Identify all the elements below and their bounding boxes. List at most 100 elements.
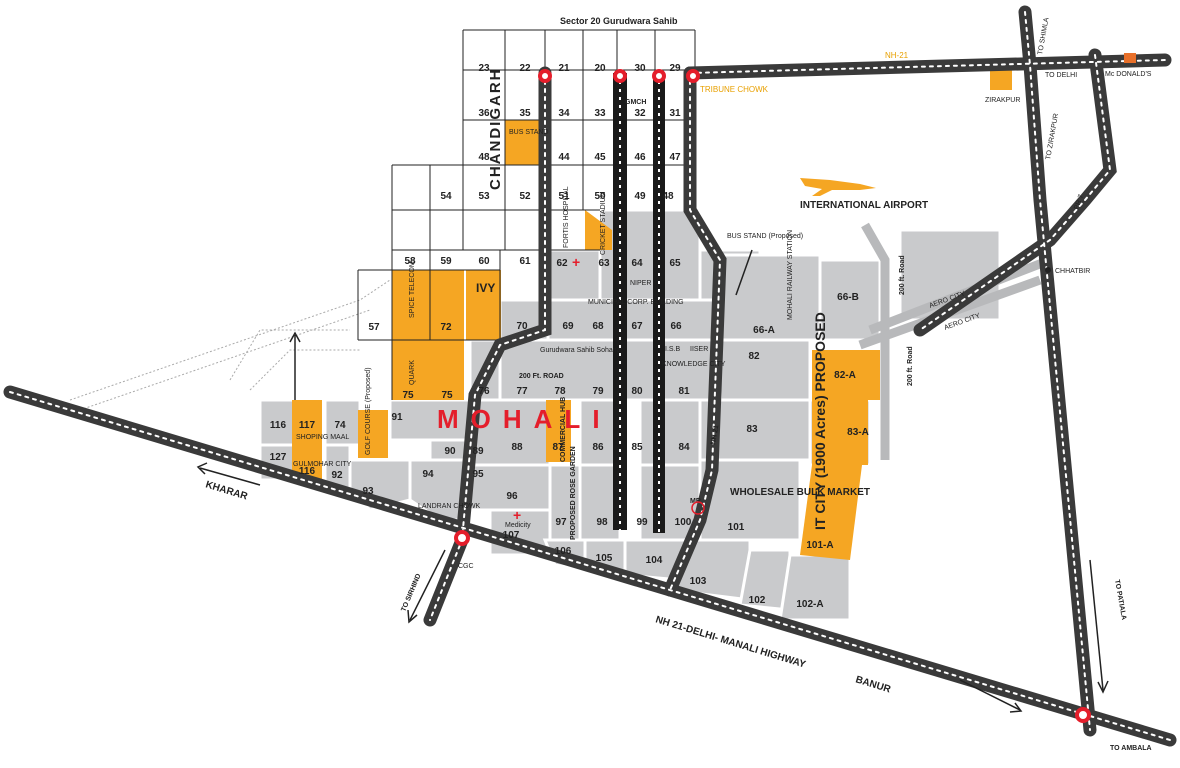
mohali-sectors: 62 63 64 65 70 69 68 67 66 66-A 66-B 82 … bbox=[270, 258, 869, 610]
svg-text:PR 7: PR 7 bbox=[1073, 194, 1085, 211]
svg-text:Medicity: Medicity bbox=[505, 522, 531, 529]
chandigarh-sectors: 23 22 21 20 30 29 36 35 34 33 32 31 48 4… bbox=[368, 63, 681, 333]
svg-text:200 Ft. ROAD: 200 Ft. ROAD bbox=[519, 373, 564, 380]
svg-text:63: 63 bbox=[598, 258, 610, 269]
svg-text:51: 51 bbox=[558, 191, 570, 202]
svg-text:58: 58 bbox=[404, 256, 416, 267]
svg-text:103: 103 bbox=[690, 576, 707, 587]
medicity-cross-icon: + bbox=[513, 507, 521, 523]
svg-text:46: 46 bbox=[634, 152, 646, 163]
svg-text:SHOPING MAAL: SHOPING MAAL bbox=[296, 434, 349, 441]
chhatbir-dot bbox=[1045, 267, 1051, 273]
svg-text:104: 104 bbox=[646, 555, 663, 566]
svg-text:GOLF COURSE (Proposed): GOLF COURSE (Proposed) bbox=[365, 367, 372, 455]
svg-text:93: 93 bbox=[362, 486, 374, 497]
svg-text:MR: MR bbox=[690, 498, 701, 505]
svg-text:31: 31 bbox=[669, 108, 681, 119]
svg-text:69: 69 bbox=[562, 321, 574, 332]
airplane-icon bbox=[800, 178, 876, 196]
svg-text:MUNICIPAL CORP. BUILDING: MUNICIPAL CORP. BUILDING bbox=[588, 299, 684, 306]
svg-text:CRICKET STADIUM: CRICKET STADIUM bbox=[600, 191, 607, 255]
svg-text:QUARK: QUARK bbox=[409, 360, 416, 385]
svg-text:CGC: CGC bbox=[458, 563, 474, 570]
svg-text:66: 66 bbox=[670, 321, 682, 332]
svg-text:57: 57 bbox=[368, 322, 380, 333]
svg-text:76: 76 bbox=[478, 386, 490, 397]
svg-text:102-A: 102-A bbox=[796, 599, 823, 610]
major-roads bbox=[3, 5, 1177, 747]
svg-text:WHOLESALE BULK MARKET: WHOLESALE BULK MARKET bbox=[730, 487, 870, 498]
svg-text:89: 89 bbox=[472, 446, 484, 457]
svg-text:TO AMBALA: TO AMBALA bbox=[1110, 745, 1152, 752]
svg-text:77: 77 bbox=[516, 386, 528, 397]
central-roads bbox=[613, 73, 665, 533]
svg-text:TO SHIMLA: TO SHIMLA bbox=[1037, 17, 1050, 56]
svg-text:33: 33 bbox=[594, 108, 606, 119]
mohali-label: MOHALI bbox=[437, 404, 612, 434]
svg-text:107: 107 bbox=[503, 530, 520, 541]
svg-text:78: 78 bbox=[554, 386, 566, 397]
svg-text:79: 79 bbox=[592, 386, 604, 397]
svg-text:127: 127 bbox=[270, 452, 287, 463]
svg-text:88: 88 bbox=[511, 442, 523, 453]
svg-text:TO PATIALA: TO PATIALA bbox=[1113, 579, 1127, 620]
chandigarh-label: CHANDIGARH bbox=[487, 68, 504, 191]
svg-text:70: 70 bbox=[516, 321, 528, 332]
svg-text:100: 100 bbox=[675, 517, 692, 528]
svg-text:116: 116 bbox=[270, 420, 287, 431]
svg-text:80: 80 bbox=[631, 386, 643, 397]
svg-text:21: 21 bbox=[558, 63, 570, 74]
svg-text:83-A: 83-A bbox=[847, 427, 869, 438]
svg-text:116: 116 bbox=[299, 466, 316, 477]
svg-text:106: 106 bbox=[555, 546, 572, 557]
metro-icon bbox=[691, 501, 705, 515]
svg-text:75: 75 bbox=[441, 390, 453, 401]
svg-text:32: 32 bbox=[634, 108, 646, 119]
svg-text:84: 84 bbox=[678, 442, 690, 453]
svg-text:LANDRAN CHOWK: LANDRAN CHOWK bbox=[418, 503, 481, 510]
svg-text:44: 44 bbox=[558, 152, 570, 163]
svg-text:TO SIRHIND: TO SIRHIND bbox=[400, 573, 422, 613]
svg-text:PROPOSED ROSE GARDEN: PROPOSED ROSE GARDEN bbox=[570, 446, 577, 540]
svg-text:Mc DONALD'S: Mc DONALD'S bbox=[1105, 71, 1152, 78]
svg-text:83: 83 bbox=[746, 424, 758, 435]
svg-text:GMCH: GMCH bbox=[625, 99, 646, 106]
svg-text:36: 36 bbox=[478, 108, 490, 119]
svg-text:66-B: 66-B bbox=[837, 292, 859, 303]
svg-text:52: 52 bbox=[519, 191, 531, 202]
svg-text:30: 30 bbox=[634, 63, 646, 74]
hospital-cross-icon: + bbox=[572, 254, 580, 270]
svg-text:BUS STAND (Proposed): BUS STAND (Proposed) bbox=[727, 233, 803, 240]
svg-text:102: 102 bbox=[749, 595, 766, 606]
svg-text:82: 82 bbox=[748, 351, 760, 362]
svg-text:64: 64 bbox=[631, 258, 643, 269]
svg-text:35: 35 bbox=[519, 108, 531, 119]
svg-text:200 ft. Road: 200 ft. Road bbox=[899, 255, 906, 295]
svg-text:61: 61 bbox=[519, 256, 531, 267]
svg-text:48: 48 bbox=[478, 152, 490, 163]
svg-text:105: 105 bbox=[596, 553, 613, 564]
svg-text:BANUR: BANUR bbox=[854, 674, 892, 695]
svg-text:87: 87 bbox=[552, 442, 564, 453]
svg-text:47: 47 bbox=[669, 152, 681, 163]
mcdonalds-icon bbox=[1124, 53, 1136, 63]
svg-text:29: 29 bbox=[669, 63, 681, 74]
svg-text:CHHATBIR: CHHATBIR bbox=[1055, 268, 1090, 275]
svg-text:82-A: 82-A bbox=[834, 370, 856, 381]
svg-text:66-A: 66-A bbox=[753, 325, 775, 336]
svg-text:54: 54 bbox=[440, 191, 452, 202]
svg-text:60: 60 bbox=[478, 256, 490, 267]
svg-text:TO DELHI: TO DELHI bbox=[1045, 72, 1077, 79]
svg-text:TRIBUNE CHOWK: TRIBUNE CHOWK bbox=[700, 85, 769, 94]
orange-zones bbox=[292, 70, 1012, 560]
svg-text:49: 49 bbox=[634, 191, 646, 202]
svg-text:67: 67 bbox=[631, 321, 643, 332]
svg-text:96: 96 bbox=[506, 491, 518, 502]
svg-text:FORTIS HOSPITAL: FORTIS HOSPITAL bbox=[563, 186, 570, 248]
place-labels: GMCH TRIBUNE CHOWK BUS STAND FORTIS HOSP… bbox=[204, 17, 1152, 752]
svg-text:48: 48 bbox=[662, 191, 674, 202]
svg-text:62: 62 bbox=[556, 258, 568, 269]
svg-text:MOHALI RAILWAY STATION: MOHALI RAILWAY STATION bbox=[787, 230, 794, 320]
svg-text:53: 53 bbox=[478, 191, 490, 202]
svg-text:COMMERCIAL HUB: COMMERCIAL HUB bbox=[560, 397, 567, 462]
